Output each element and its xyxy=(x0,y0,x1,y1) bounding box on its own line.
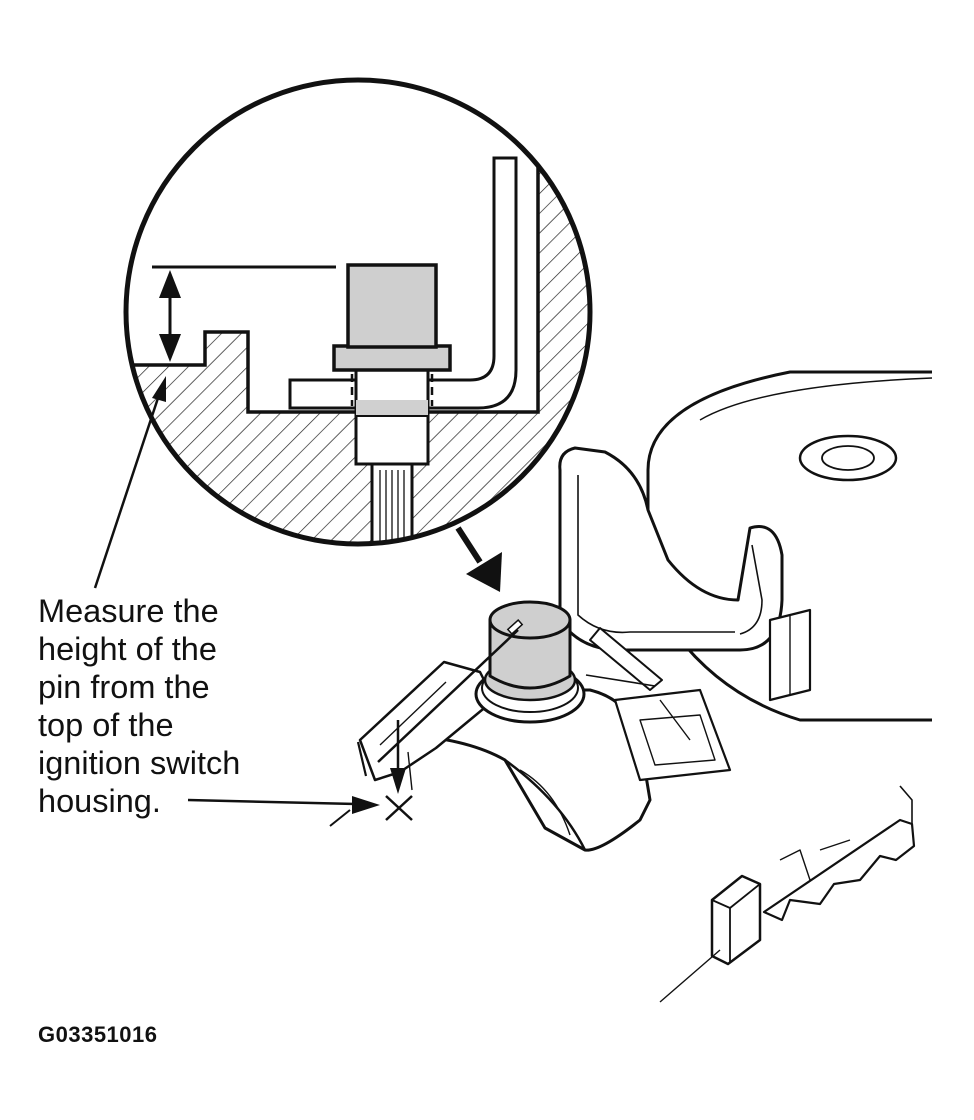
caption-leader-line xyxy=(93,391,162,589)
callout-line: pin from the xyxy=(38,669,210,705)
measurement-callout: Measure the height of the pin from the t… xyxy=(38,592,240,820)
measurement-indicator xyxy=(329,619,524,827)
pin-head xyxy=(346,263,438,349)
pin-flange xyxy=(332,344,452,372)
housing-flange xyxy=(358,660,496,782)
key-slot xyxy=(798,434,898,482)
height-dimension-arrow xyxy=(159,270,181,362)
housing-section xyxy=(126,148,590,544)
connector-rail xyxy=(762,818,916,922)
figure-id: G03351016 xyxy=(38,1022,158,1047)
callout-line: top of the xyxy=(38,707,174,743)
callout-line: height of the xyxy=(38,631,217,667)
callout-line: housing. xyxy=(38,783,161,819)
connector-tab xyxy=(710,874,762,966)
detail-pointer-arrow xyxy=(455,526,502,592)
magnified-detail xyxy=(123,77,593,547)
magnifier-circle xyxy=(123,77,593,547)
ignition-switch-assembly xyxy=(356,370,933,1003)
callout-line: Measure the xyxy=(38,593,219,629)
housing-pointer-arrow xyxy=(187,796,380,814)
callout-line: ignition switch xyxy=(38,745,241,781)
measure-point-x-mark xyxy=(385,795,413,821)
